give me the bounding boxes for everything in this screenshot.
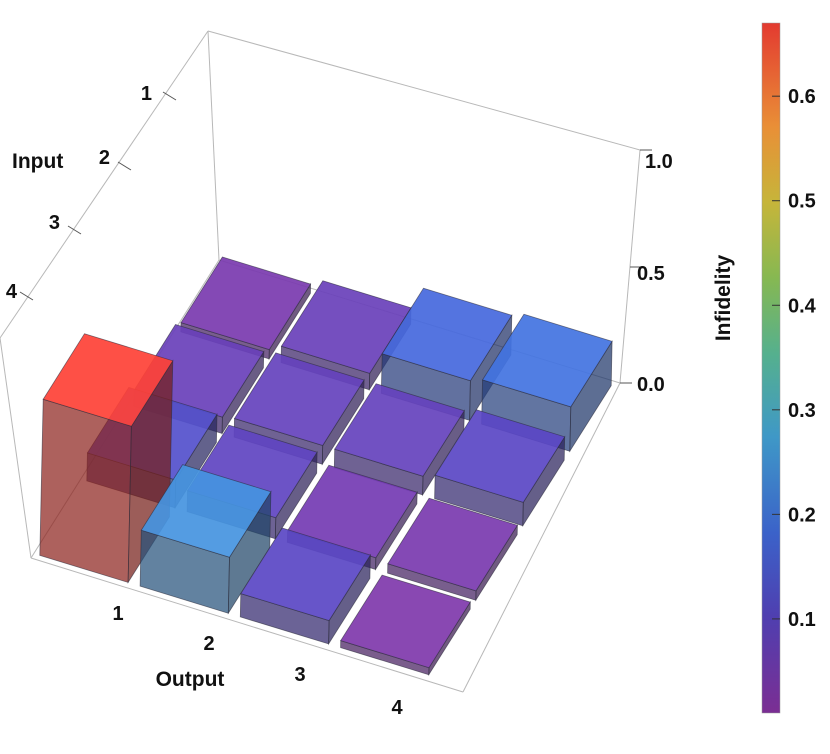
z-axis: 0.0 0.5 1.0 Infidelity: [620, 149, 735, 396]
z-axis-label: Infidelity: [712, 255, 735, 342]
box-edge: [207, 30, 220, 261]
input-tick-label: 2: [99, 147, 110, 169]
bar-top-face: [286, 464, 418, 559]
bar: [333, 383, 465, 497]
colorbar: 0.1 0.2 0.3 0.4 0.5 0.6: [761, 22, 817, 714]
bar: [434, 409, 566, 528]
bar-top-face: [381, 287, 513, 382]
box-edge: [0, 337, 32, 559]
colorbar-ticks: 0.1 0.2 0.3 0.4 0.5 0.6: [772, 86, 817, 631]
output-axis: 1 2 3 4 Output: [112, 603, 403, 719]
bar-top-face: [280, 280, 412, 374]
z-tick-label: 1.0: [645, 151, 673, 173]
box-edge: [30, 557, 464, 693]
colorbar-tick-label: 0.6: [788, 86, 816, 108]
input-tick-label: 4: [6, 281, 18, 303]
input-axis-label: Input: [12, 150, 63, 173]
z-tick-label: 0.0: [637, 374, 665, 396]
input-tick-label: 3: [49, 212, 60, 234]
bar-top-face: [340, 574, 471, 669]
output-tick-label: 2: [203, 633, 214, 655]
input-tick-label: 1: [141, 83, 152, 105]
input-tick-mark: [19, 291, 34, 301]
plot-box-front: [0, 337, 621, 693]
bar-top-face: [434, 409, 566, 503]
bar-top-face: [334, 383, 465, 477]
input-axis: 1 2 3 4 Input: [6, 83, 177, 303]
colorbar-tick-label: 0.4: [788, 295, 817, 317]
bar: [340, 574, 471, 677]
bar-top-face: [140, 464, 272, 558]
output-tick-label: 3: [294, 664, 305, 686]
colorbar-tick-label: 0.1: [788, 609, 816, 631]
bar: [139, 464, 272, 615]
box-edge: [462, 382, 621, 693]
bar-top-face: [42, 333, 174, 427]
output-tick-label: 1: [112, 603, 123, 625]
bar: [380, 287, 513, 422]
colorbar-tick-label: 0.3: [788, 400, 816, 422]
input-tick-mark: [117, 161, 132, 171]
z-tick-label: 0.5: [637, 263, 665, 285]
bar-side-face: [39, 398, 132, 583]
input-tick-mark: [67, 225, 82, 235]
input-tick-mark: [162, 91, 177, 101]
colorbar-gradient: [761, 22, 781, 714]
bar-top-face: [240, 527, 372, 622]
bar: [387, 497, 519, 602]
bar-top-face: [387, 497, 519, 592]
colorbar-tick-label: 0.5: [788, 191, 816, 213]
box-edge: [0, 30, 209, 339]
bar-top-face: [233, 352, 365, 446]
bar: [239, 527, 372, 646]
colorbar-tick-label: 0.2: [788, 504, 816, 526]
bars-layer: [39, 256, 613, 677]
bar-top-face: [180, 256, 312, 351]
bar-top-face: [481, 313, 613, 408]
box-edge: [207, 30, 641, 151]
output-tick-label: 4: [391, 697, 403, 719]
output-axis-label: Output: [156, 668, 225, 691]
